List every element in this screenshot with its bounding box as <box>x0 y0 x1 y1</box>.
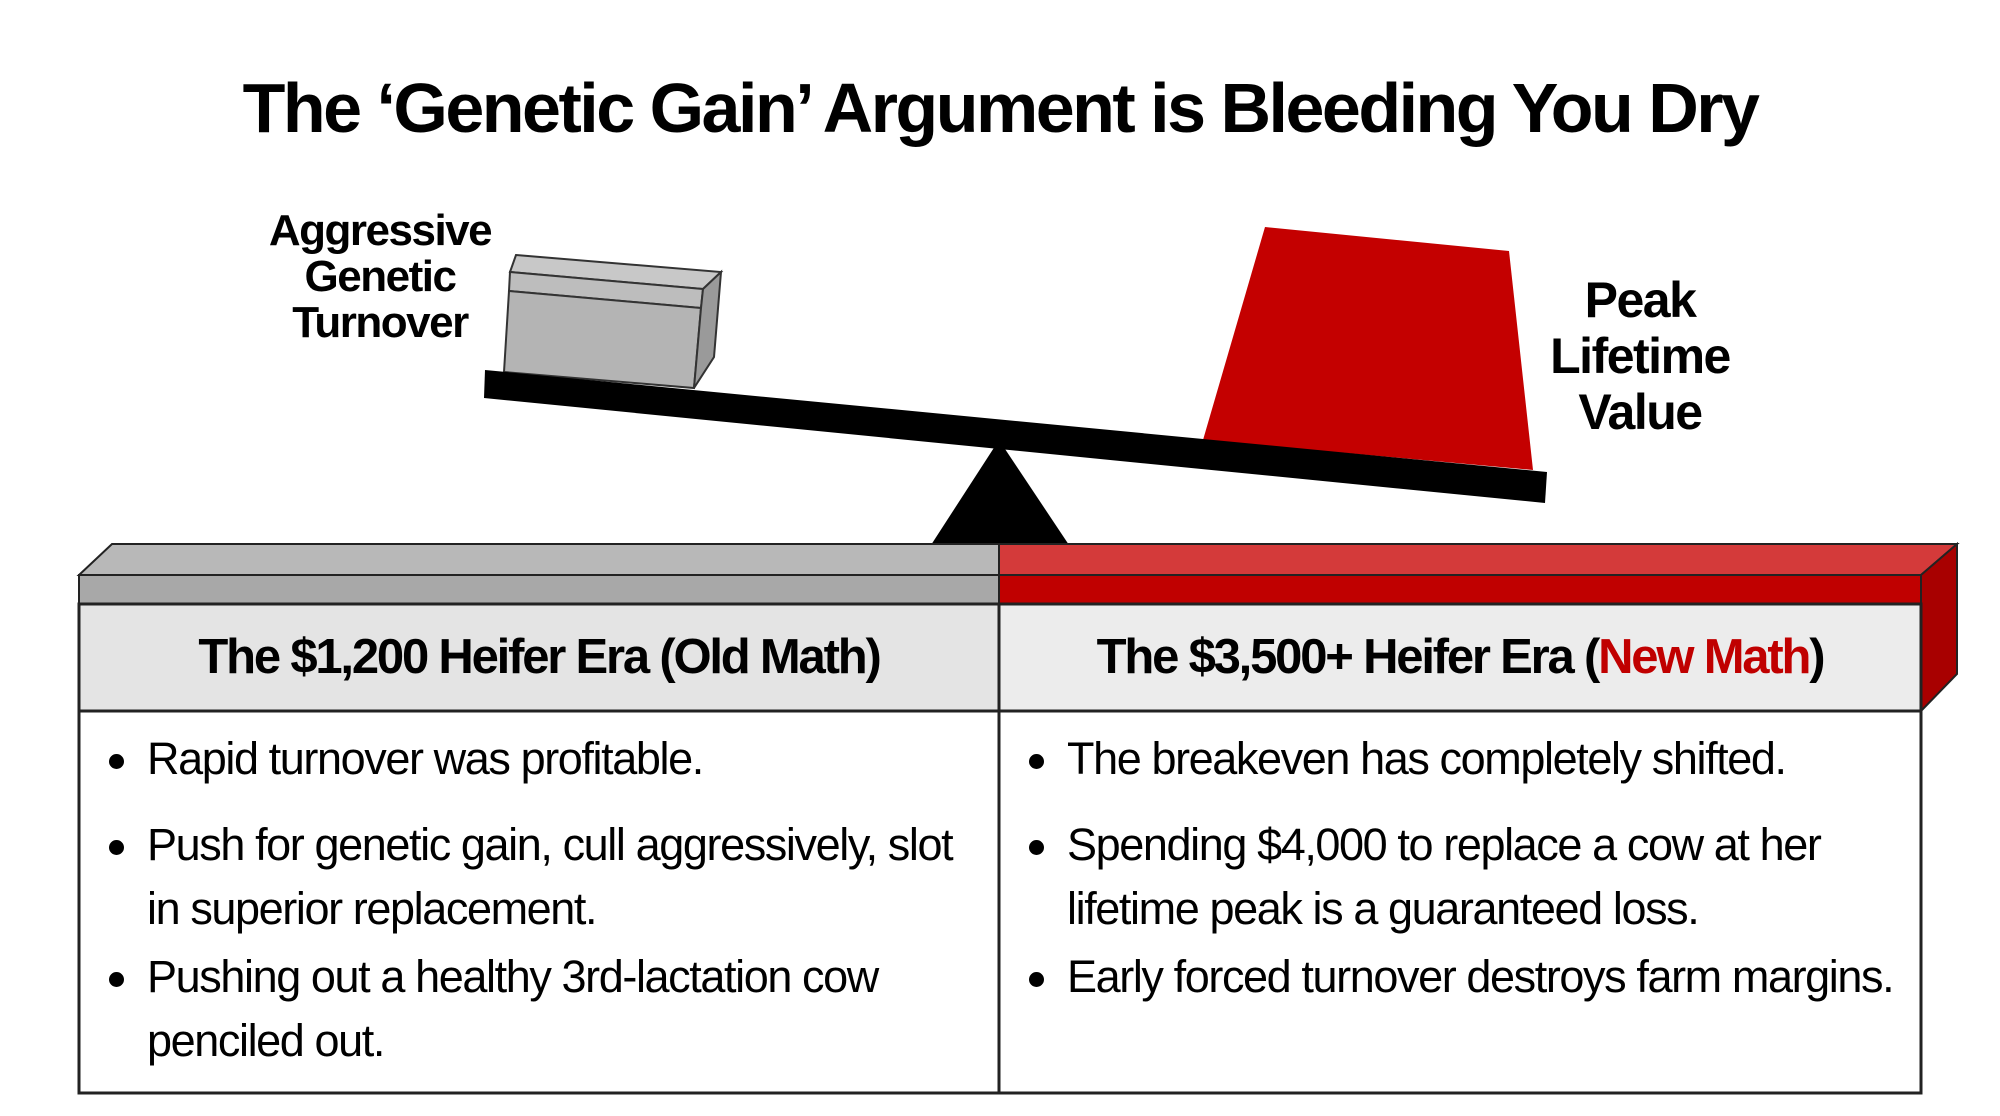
red-weight-block <box>1203 227 1533 470</box>
body-bg-left <box>77 709 1001 1095</box>
bullet-icon <box>109 972 124 987</box>
list-item: Push for genetic gain, cull aggressively… <box>105 813 995 941</box>
label-line: Genetic <box>304 252 457 301</box>
gray-weight-box <box>502 253 724 390</box>
page-title: The ‘Genetic Gain’ Argument is Bleeding … <box>242 69 1760 147</box>
seesaw-beam <box>484 370 1547 503</box>
body-bg-right <box>997 709 1923 1095</box>
label-line: Peak <box>1584 272 1697 328</box>
old-math-header: The $1,200 Heifer Era (Old Math) <box>198 630 881 684</box>
bullet-icon <box>109 754 124 769</box>
bullet-text: Spending $4,000 to replace a cow at her … <box>1067 819 1822 934</box>
list-item: Early forced turnover destroys farm marg… <box>1025 945 1915 1009</box>
old-math-bullets: Rapid turnover was profitable. Push for … <box>105 715 995 1073</box>
bullet-text: Push for genetic gain, cull aggressively… <box>147 819 954 934</box>
fulcrum-triangle <box>931 440 1069 545</box>
label-line: Lifetime <box>1550 328 1731 384</box>
new-math-bullets: The breakeven has completely shifted. Sp… <box>1025 715 1915 1009</box>
bullet-icon <box>1029 972 1044 987</box>
bullet-icon <box>109 840 124 855</box>
list-item: The breakeven has completely shifted. <box>1025 727 1915 791</box>
header-prefix: The $3,500+ Heifer Era ( <box>1096 630 1601 684</box>
table-top-slab <box>76 541 1960 714</box>
header-bg-left <box>77 602 1001 713</box>
header-suffix: ) <box>1809 630 1825 684</box>
bullet-text: Rapid turnover was profitable. <box>147 733 704 784</box>
list-item: Spending $4,000 to replace a cow at her … <box>1025 813 1915 941</box>
bullet-text: Pushing out a healthy 3rd-lactation cow … <box>147 951 879 1066</box>
label-line: Value <box>1578 384 1703 440</box>
label-line: Turnover <box>292 298 469 347</box>
bullet-text: Early forced turnover destroys farm marg… <box>1067 951 1895 1002</box>
bullet-icon <box>1029 754 1044 769</box>
header-bg-right <box>997 602 1923 713</box>
list-item: Rapid turnover was profitable. <box>105 727 995 791</box>
peak-lifetime-value-label: Peak Lifetime Value <box>1490 272 1790 440</box>
new-math-header: The $3,500+ Heifer Era (New Math) <box>999 603 1921 711</box>
aggressive-genetic-turnover-label: Aggressive Genetic Turnover <box>230 208 530 346</box>
bullet-text: The breakeven has completely shifted. <box>1067 733 1787 784</box>
header-highlight: New Math <box>1598 630 1811 684</box>
label-line: Aggressive <box>268 206 493 255</box>
list-item: Pushing out a healthy 3rd-lactation cow … <box>105 945 995 1073</box>
bullet-icon <box>1029 840 1044 855</box>
